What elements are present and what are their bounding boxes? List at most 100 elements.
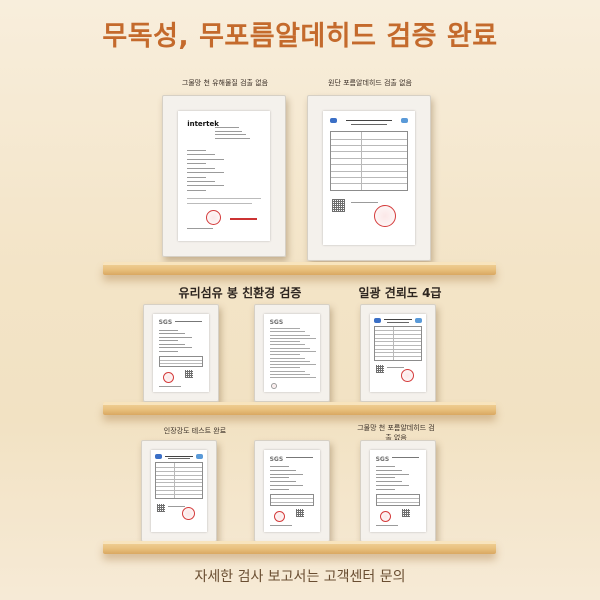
qr-code-icon [402,509,411,518]
certificate-frame: intertek [162,95,286,257]
certificate-document: SGS [264,450,320,532]
label-fabric-formaldehyde: 원단 포름알데히드 검출 없음 [328,79,412,87]
doc-table-row [375,330,421,332]
doc-text-line [269,347,311,349]
doc-table-row [375,333,421,335]
doc-table-row [376,498,420,500]
doc-table-row [331,138,407,140]
doc-text-line [187,180,215,182]
cnas-logo-icon [414,317,422,323]
doc-table-row [375,348,421,350]
certificate-document [323,111,415,245]
doc-text-line [375,470,402,472]
doc-table-row [375,337,421,339]
doc-text-line [269,360,311,362]
certificate-frame [360,304,436,402]
doc-table-row [270,501,314,503]
doc-table [158,356,204,368]
doc-text-line [187,172,224,174]
doc-table [375,494,421,506]
doc-table-row [376,501,420,503]
doc-table-column [174,463,176,499]
qr-code-icon [296,509,305,518]
qr-code-icon [332,199,346,213]
doc-text-line [269,364,316,366]
doc-text-line [269,373,311,375]
doc-text-line [214,134,247,136]
doc-text-line [187,176,206,178]
label-glassfiber-rod: 유리섬유 봉 친환경 검증 [178,286,302,300]
doc-signature-line [386,367,404,369]
doc-text-line [187,158,224,160]
label-mesh-formaldehyde: 그물망 천 포름알데히드 검출 없음 [357,424,435,442]
doc-text-line [187,189,206,191]
shelf-middle [103,402,496,415]
red-seal-icon [274,510,286,522]
doc-text-line [158,347,192,349]
doc-table-row [156,467,202,469]
doc-heading-line [167,458,191,460]
doc-text-line [375,488,396,490]
qr-code-icon [185,370,194,379]
doc-text-line [187,163,206,165]
doc-table-row [159,360,203,362]
doc-table-column [393,326,395,360]
doc-table-row [331,164,407,166]
doc-heading-line [392,457,420,459]
cnas-logo-icon [195,454,203,460]
stamp-icon [270,382,277,389]
doc-text-line [187,198,261,200]
doc-heading-line [386,321,410,323]
qr-code-icon [375,365,384,374]
doc-text-line [269,377,316,379]
doc-table-row [156,470,202,472]
sgs-logo: SGS [158,319,173,327]
red-seal-icon [163,371,175,383]
doc-signature-line [167,505,185,507]
doc-text-line [187,228,213,229]
doc-heading-line [350,124,388,126]
sgs-logo: SGS [375,455,390,463]
cnas-logo-icon [400,117,408,123]
cma-logo-icon [374,317,382,323]
doc-text-line [158,333,185,335]
certificate-frame: SGS [254,304,330,402]
doc-table-row [156,482,202,484]
doc-text-line [269,473,303,475]
doc-table-row [156,486,202,488]
doc-text-line [269,328,301,330]
red-seal-icon [380,510,392,522]
doc-text-line [158,343,185,345]
doc-text-line [158,350,179,352]
doc-table-row [156,494,202,495]
sgs-logo: SGS [269,455,284,463]
doc-text-line [158,336,192,338]
label-light-fastness: 일광 견뢰도 4급 [358,286,442,300]
doc-table-row [375,344,421,346]
doc-text-line [375,525,398,527]
doc-table-row [156,474,202,476]
doc-table [269,494,315,506]
doc-text-line [375,477,396,479]
doc-table-row [331,151,407,153]
doc-text-line [214,130,243,132]
certificate-document [151,450,207,532]
doc-table [330,131,408,192]
certificate-document: intertek [178,111,270,241]
doc-heading-line [384,319,412,321]
doc-table [374,325,422,361]
red-seal-icon [181,507,195,521]
doc-table-row [375,341,421,343]
doc-table [155,462,203,500]
page-title: 무독성, 무포름알데히드 검증 완료 [102,21,498,52]
doc-table-row [375,352,421,354]
doc-text-line [269,367,301,369]
doc-text-line [269,525,292,527]
cma-logo-icon [155,454,163,460]
doc-text-line [187,150,206,151]
certificate-frame: SGS [143,304,219,402]
certificate-frame: SGS [360,440,436,542]
shelf-bottom [103,541,496,554]
doc-text-line [158,385,181,387]
certificate-document: SGS [153,314,209,392]
